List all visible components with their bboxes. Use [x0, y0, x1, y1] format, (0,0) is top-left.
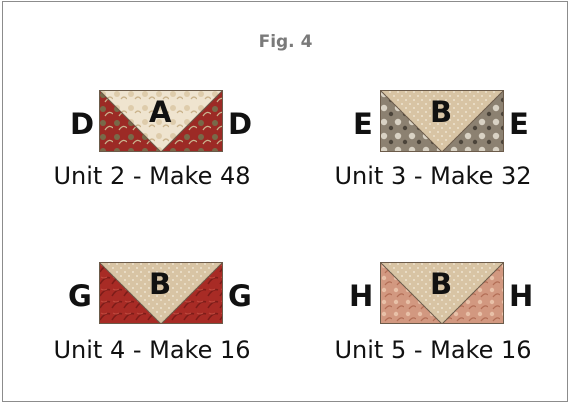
unit-caption: Unit 4 - Make 16	[42, 336, 262, 364]
center-label: B	[149, 270, 171, 299]
unit-caption: Unit 2 - Make 48	[42, 162, 262, 190]
left-label: D	[70, 110, 94, 139]
unit-caption: Unit 5 - Make 16	[323, 336, 543, 364]
left-label: E	[353, 110, 373, 139]
unit-5: B H H Unit 5 - Make 16	[323, 262, 543, 392]
right-label: G	[228, 282, 252, 311]
figure-title: Fig. 4	[0, 32, 571, 52]
left-label: G	[68, 282, 92, 311]
right-label: D	[228, 110, 252, 139]
center-label: B	[430, 270, 452, 299]
unit-3: B E E Unit 3 - Make 32	[323, 90, 543, 220]
unit-2: A D D Unit 2 - Make 48	[42, 90, 262, 220]
unit-caption: Unit 3 - Make 32	[323, 162, 543, 190]
right-label: E	[509, 110, 529, 139]
center-label: A	[149, 98, 171, 127]
unit-4: B G G Unit 4 - Make 16	[42, 262, 262, 392]
right-label: H	[509, 282, 533, 311]
left-label: H	[349, 282, 373, 311]
center-label: B	[430, 98, 452, 127]
